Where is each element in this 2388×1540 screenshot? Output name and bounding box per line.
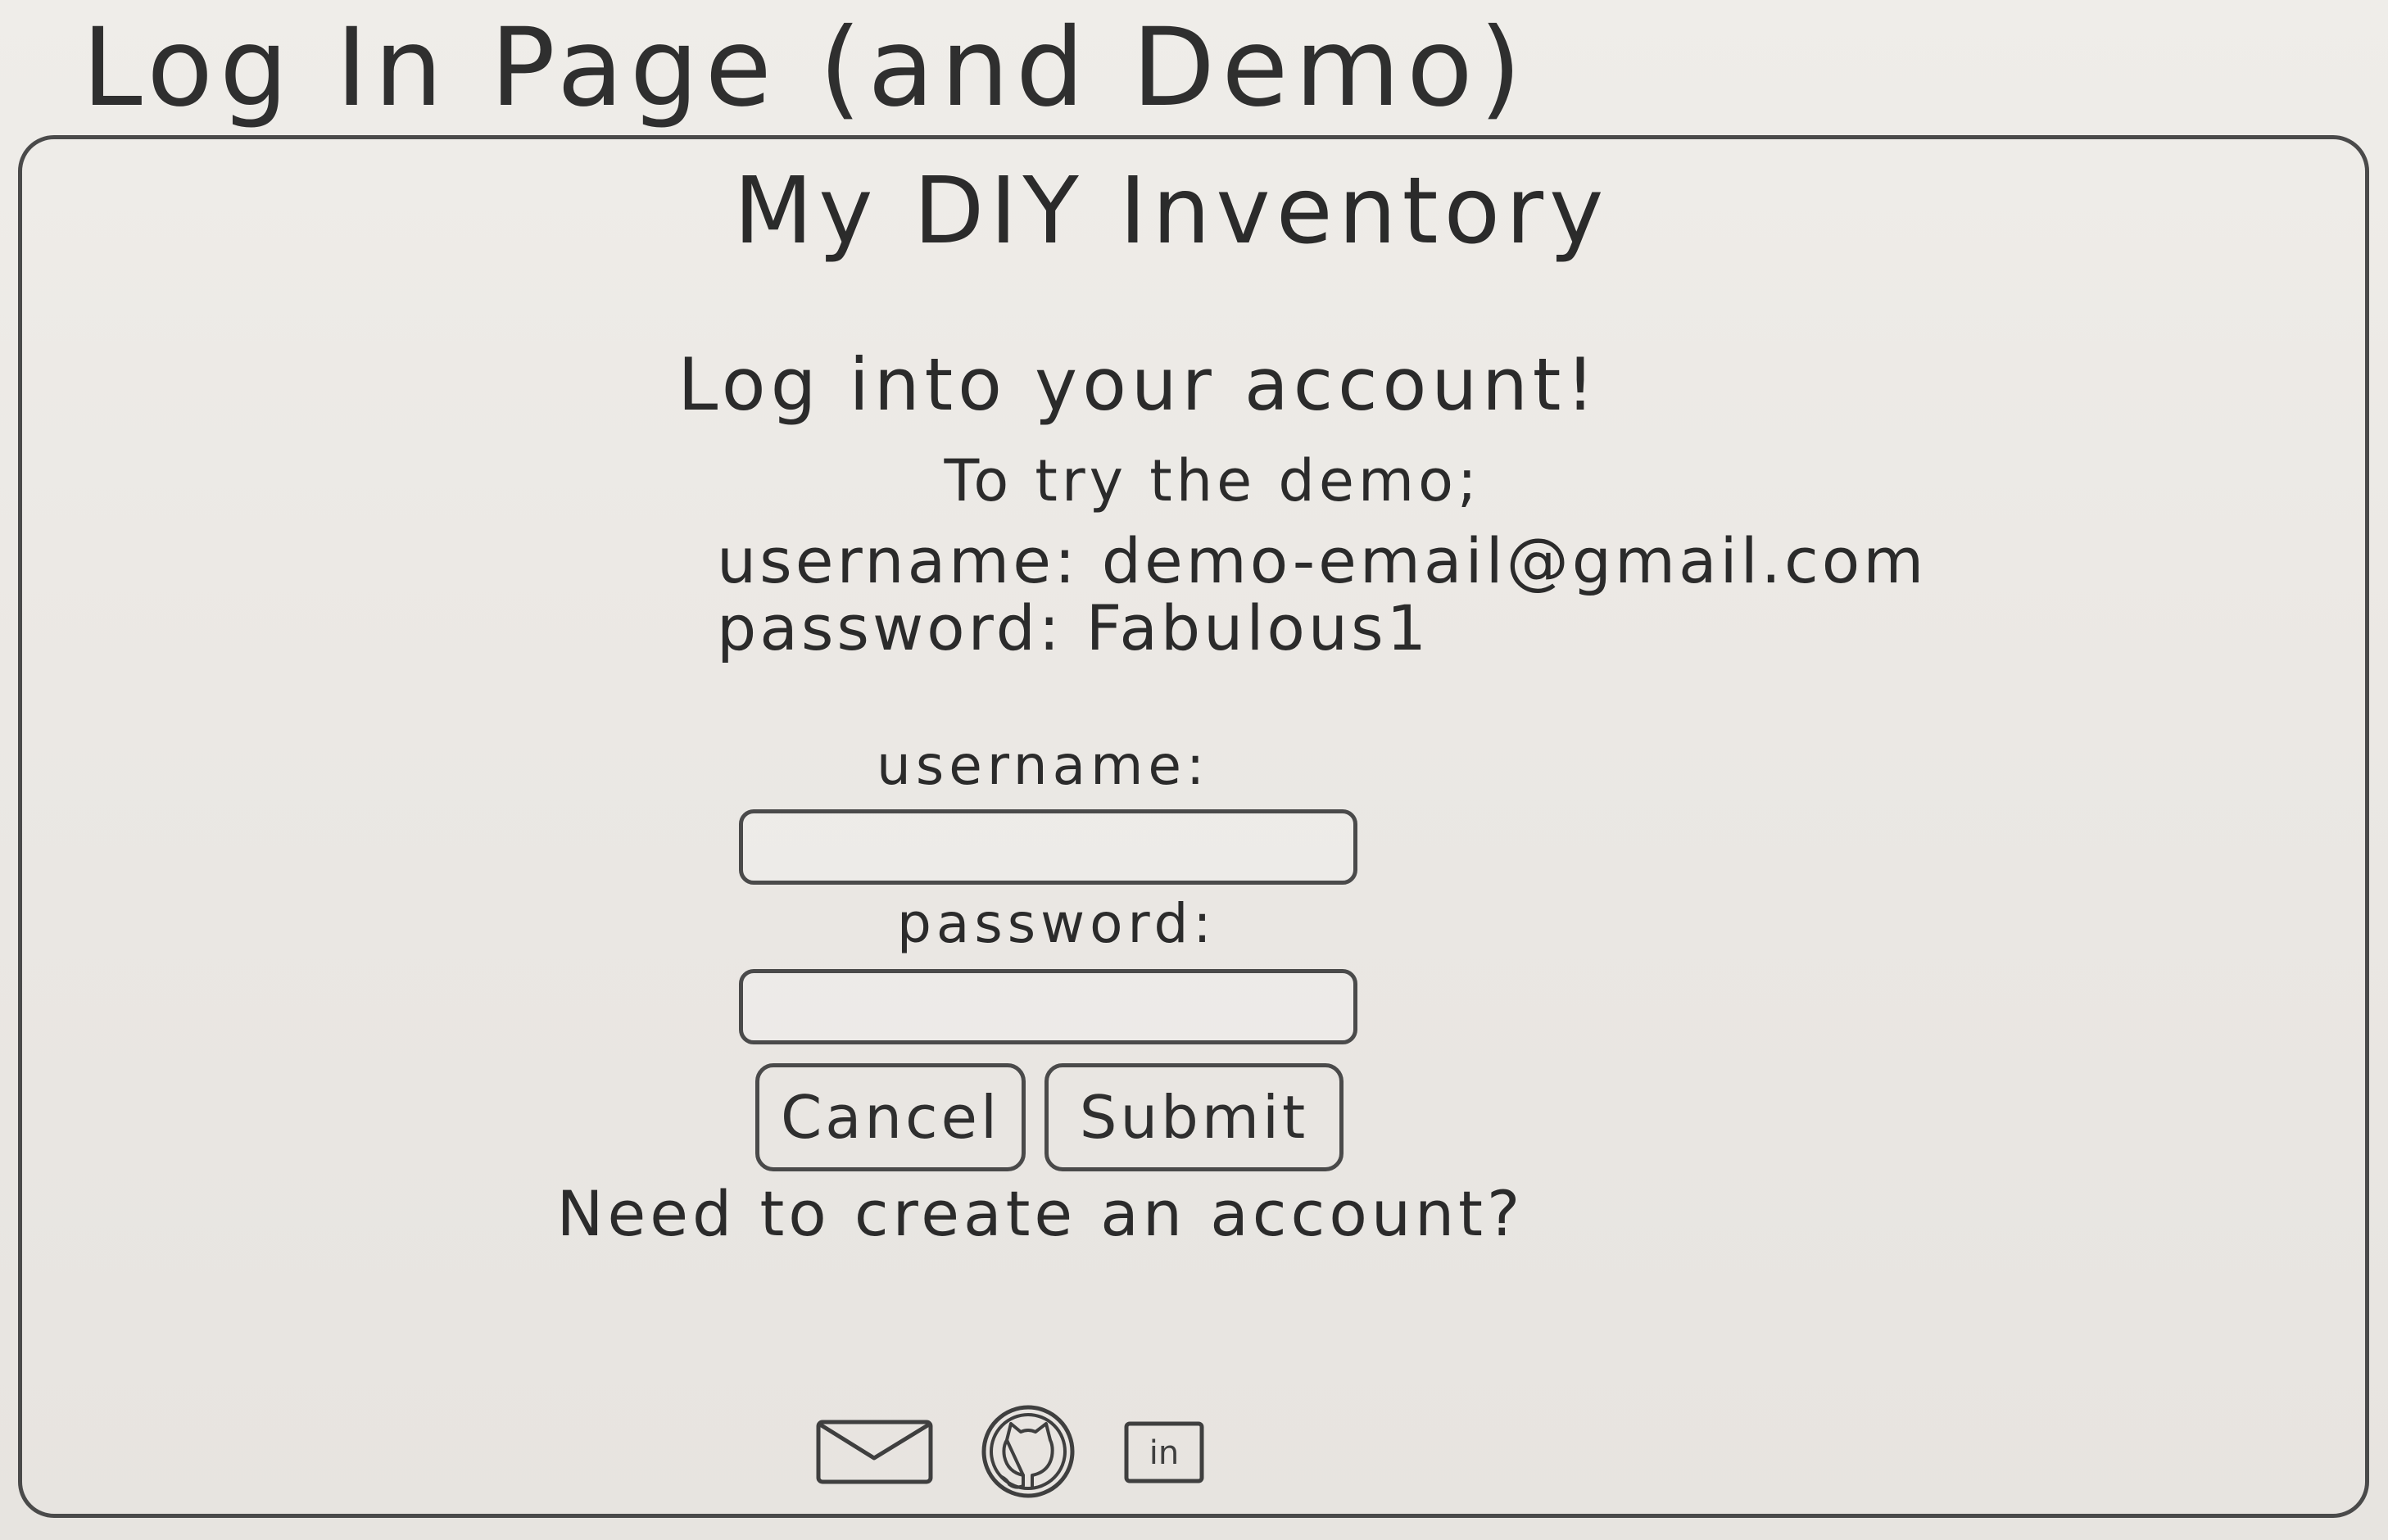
demo-password-value: Fabulous1 [1085, 591, 1430, 664]
demo-password-line: password: Fabulous1 [717, 591, 1430, 665]
app-window-frame [18, 135, 2369, 1518]
demo-username-line: username: demo-email@gmail.com [717, 524, 1927, 598]
linkedin-icon[interactable]: in [1123, 1420, 1205, 1485]
linkedin-text: in [1149, 1434, 1179, 1472]
create-account-link[interactable]: Need to create an account? [556, 1177, 1525, 1250]
username-label: username: [877, 734, 1210, 797]
password-input[interactable] [739, 969, 1357, 1044]
login-heading: Log into your account! [677, 342, 1600, 427]
demo-password-label: password: [717, 591, 1063, 664]
social-icons: in [815, 1401, 1205, 1503]
demo-username-value: demo-email@gmail.com [1101, 524, 1928, 597]
demo-intro: To try the demo; [944, 447, 1481, 514]
github-icon[interactable] [973, 1401, 1084, 1503]
cancel-button[interactable]: Cancel [755, 1063, 1026, 1171]
password-label: password: [897, 892, 1217, 955]
email-icon[interactable] [815, 1417, 934, 1487]
username-input[interactable] [739, 809, 1357, 885]
submit-button[interactable]: Submit [1044, 1063, 1344, 1171]
app-title: My DIY Inventory [733, 158, 1610, 265]
demo-username-label: username: [717, 524, 1079, 597]
page-title: Log In Page (and Demo) [82, 5, 1529, 131]
